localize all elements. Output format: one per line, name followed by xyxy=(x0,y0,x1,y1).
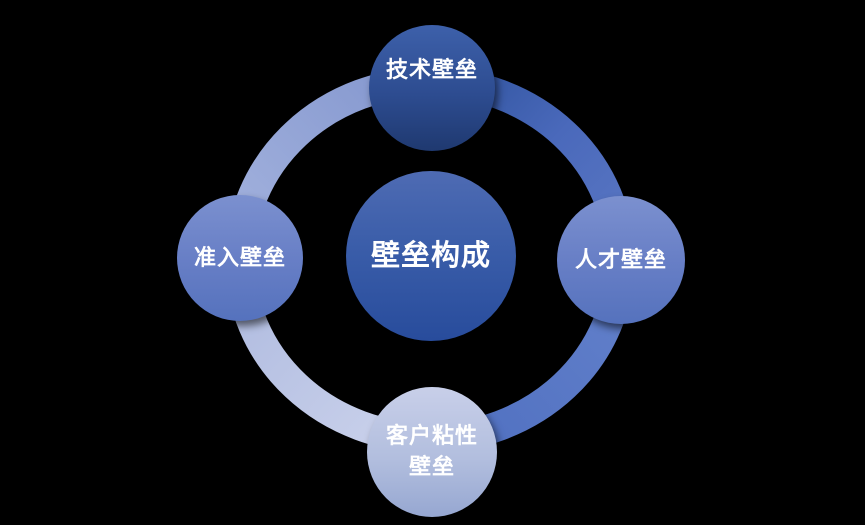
node-talent-barrier-label: 人才壁垒 xyxy=(574,246,667,272)
node-tech-barrier: 技术壁垒 xyxy=(369,25,495,151)
node-talent-barrier: 人才壁垒 xyxy=(557,196,685,324)
node-customer-stickiness-barrier-label: 客户粘性壁垒 xyxy=(385,423,478,479)
node-tech-barrier-label: 技术壁垒 xyxy=(385,56,478,82)
node-customer-stickiness-barrier: 客户粘性壁垒 xyxy=(367,387,497,517)
node-entry-barrier-label: 准入壁垒 xyxy=(193,244,286,270)
center-node-label: 壁垒构成 xyxy=(370,239,491,272)
center-node-barrier-composition: 壁垒构成 xyxy=(346,171,516,341)
node-entry-barrier: 准入壁垒 xyxy=(177,195,303,321)
